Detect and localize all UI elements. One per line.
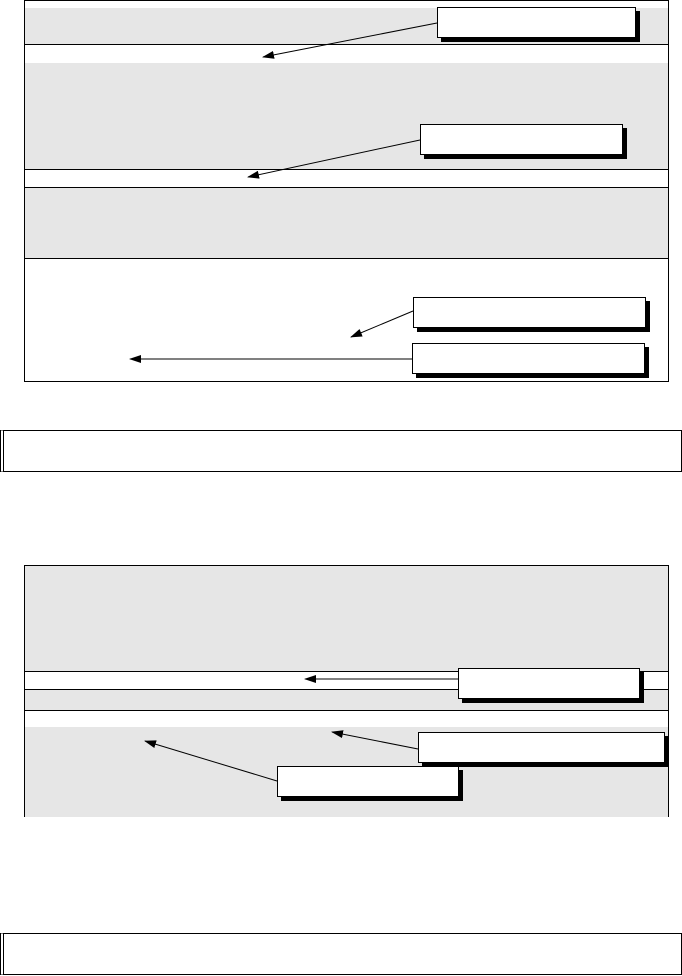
figure-1-band-lower [25, 188, 668, 258]
figure-1-screenshot [24, 0, 669, 382]
figure-1-callout-1 [437, 7, 636, 38]
figure-2-callout-2 [418, 732, 665, 763]
figure-1-callout-2 [420, 124, 623, 155]
figure-1-callout-4 [412, 343, 645, 374]
figure-1-separator [25, 44, 668, 45]
figure-1-callout-3 [413, 297, 646, 328]
figure-1-separator [25, 169, 668, 170]
figure-2-callout-3 [277, 766, 459, 797]
figure-2-caption [0, 933, 682, 975]
figure-2-band-top [25, 566, 668, 671]
figure-2-separator [25, 710, 668, 711]
figure-2-separator [25, 671, 668, 672]
figure-1-separator [25, 187, 668, 188]
figure-2-separator [25, 689, 668, 690]
figure-1-caption [0, 430, 682, 472]
figure-2-callout-1 [458, 668, 640, 699]
figure-1-separator [25, 258, 668, 259]
